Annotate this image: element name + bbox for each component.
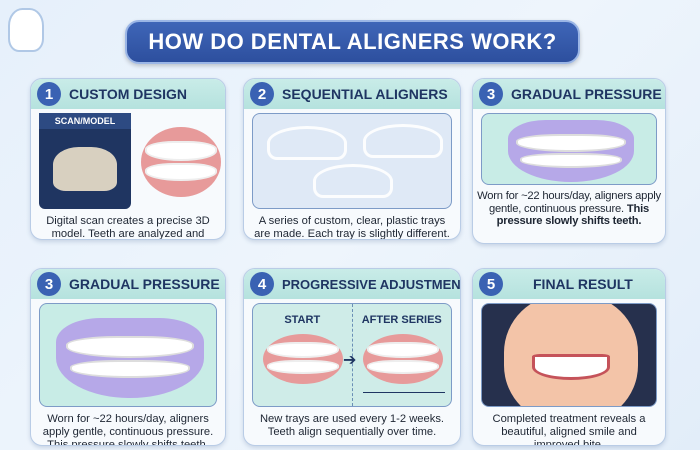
aligner-trays-image [252,113,452,209]
card-heading: CUSTOM DESIGN [69,86,187,102]
card-heading: PROGRESSIVE ADJUSTMENT [282,276,461,292]
step-number: 4 [250,272,274,296]
page-title: HOW DO DENTAL ALIGNERS WORK? [125,20,580,64]
step-number: 3 [37,272,61,296]
teeth-model-image [137,113,221,209]
card-description: New trays are used every 1-2 weeks. Teet… [259,413,445,438]
card-heading: SEQUENTIAL ALIGNERS [282,86,448,102]
card-heading: GRADUAL PRESSURE [69,276,220,292]
aligner-pressure-image [481,113,657,185]
tooth-icon [8,8,44,52]
card-description: Completed treatment reveals a beautiful,… [492,413,646,446]
after-series-label: AFTER SERIES [361,314,442,326]
card-gradual-pressure: 3 GRADUAL PRESSURE Worn for ~22 hours/day… [30,268,226,446]
card-final-result: 5 FINAL RESULT Completed treatment reveal… [472,268,666,446]
step-number: 1 [37,82,61,106]
card-description-bold: This pressure slowly shifts teeth. [496,202,650,228]
card-description: Digital scan creates a precise 3D model.… [46,215,210,240]
aligner-pressure-image [39,303,217,407]
card-custom-design: 1 CUSTOM DESIGN SCAN/MODEL Digital scan c… [30,78,226,240]
step-number: 2 [250,82,274,106]
start-label: START [284,314,321,326]
card-sequential-aligners: 2 SEQUENTIAL ALIGNERS A series of custom,… [243,78,461,240]
card-heading: FINAL RESULT [533,276,633,292]
step-number: 3 [479,82,503,106]
card-description: A series of custom, clear, plastic trays… [254,215,450,240]
step-number: 5 [479,272,503,296]
card-gradual-pressure-top: 3 GRADUAL PRESSURE Worn for ~22 hours/day… [472,78,666,244]
timeline-arrow-icon [362,392,445,393]
card-description: Worn for ~22 hours/day, aligners apply g… [42,413,214,446]
card-progressive-adjustment: 4 PROGRESSIVE ADJUSTMENT START AFTER SERI… [243,268,461,446]
card-description: Worn for ~22 hours/day, aligners apply g… [477,190,661,215]
scan-badge: SCAN/MODEL [39,113,131,129]
scan-model-image: SCAN/MODEL [39,113,131,209]
arrow-right-icon: ➔ [343,352,357,369]
progress-comparison-image: START AFTER SERIES ➔ [252,303,452,407]
card-heading: GRADUAL PRESSURE [511,86,662,102]
smiling-face-image [481,303,657,407]
